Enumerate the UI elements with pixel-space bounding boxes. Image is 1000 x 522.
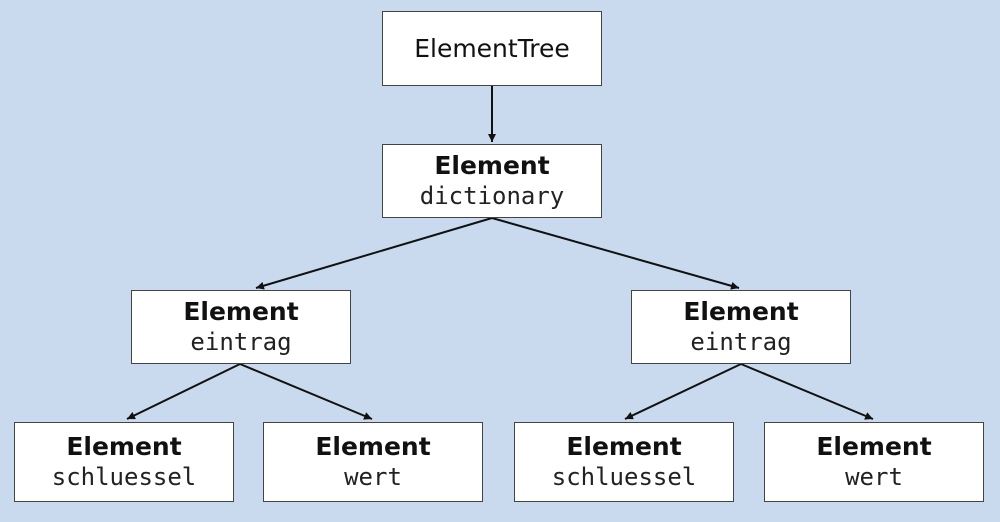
node-dictionary-tag: dictionary	[419, 182, 565, 210]
node-value-left: Element wert	[263, 422, 483, 502]
node-entry-right-tag: eintrag	[690, 328, 792, 356]
edge-entry-right-to-value	[740, 363, 874, 420]
edge-dictionary-to-entry-left	[255, 217, 493, 290]
edge-entry-left-to-value	[239, 363, 373, 420]
node-key-right-tag: schluessel	[551, 463, 697, 491]
node-key-right-type: Element	[566, 432, 682, 461]
node-key-left-type: Element	[66, 432, 182, 461]
node-key-left-tag: schluessel	[51, 463, 197, 491]
edge-dictionary-to-entry-right	[491, 217, 740, 290]
node-entry-left-type: Element	[183, 297, 299, 326]
node-value-right: Element wert	[764, 422, 984, 502]
node-key-right: Element schluessel	[514, 422, 734, 502]
edge-entry-right-to-key	[624, 363, 742, 420]
node-entry-right-type: Element	[683, 297, 799, 326]
node-entry-left-tag: eintrag	[190, 328, 292, 356]
node-dictionary: Element dictionary	[382, 144, 602, 218]
node-elementtree: ElementTree	[382, 11, 602, 86]
node-value-right-tag: wert	[845, 463, 903, 491]
node-value-left-type: Element	[315, 432, 431, 461]
node-value-right-type: Element	[816, 432, 932, 461]
node-elementtree-label: ElementTree	[414, 33, 570, 63]
node-entry-right: Element eintrag	[631, 290, 851, 364]
node-key-left: Element schluessel	[14, 422, 234, 502]
node-value-left-tag: wert	[344, 463, 402, 491]
node-dictionary-type: Element	[434, 151, 550, 180]
edge-entry-left-to-key	[126, 363, 241, 420]
node-entry-left: Element eintrag	[131, 290, 351, 364]
